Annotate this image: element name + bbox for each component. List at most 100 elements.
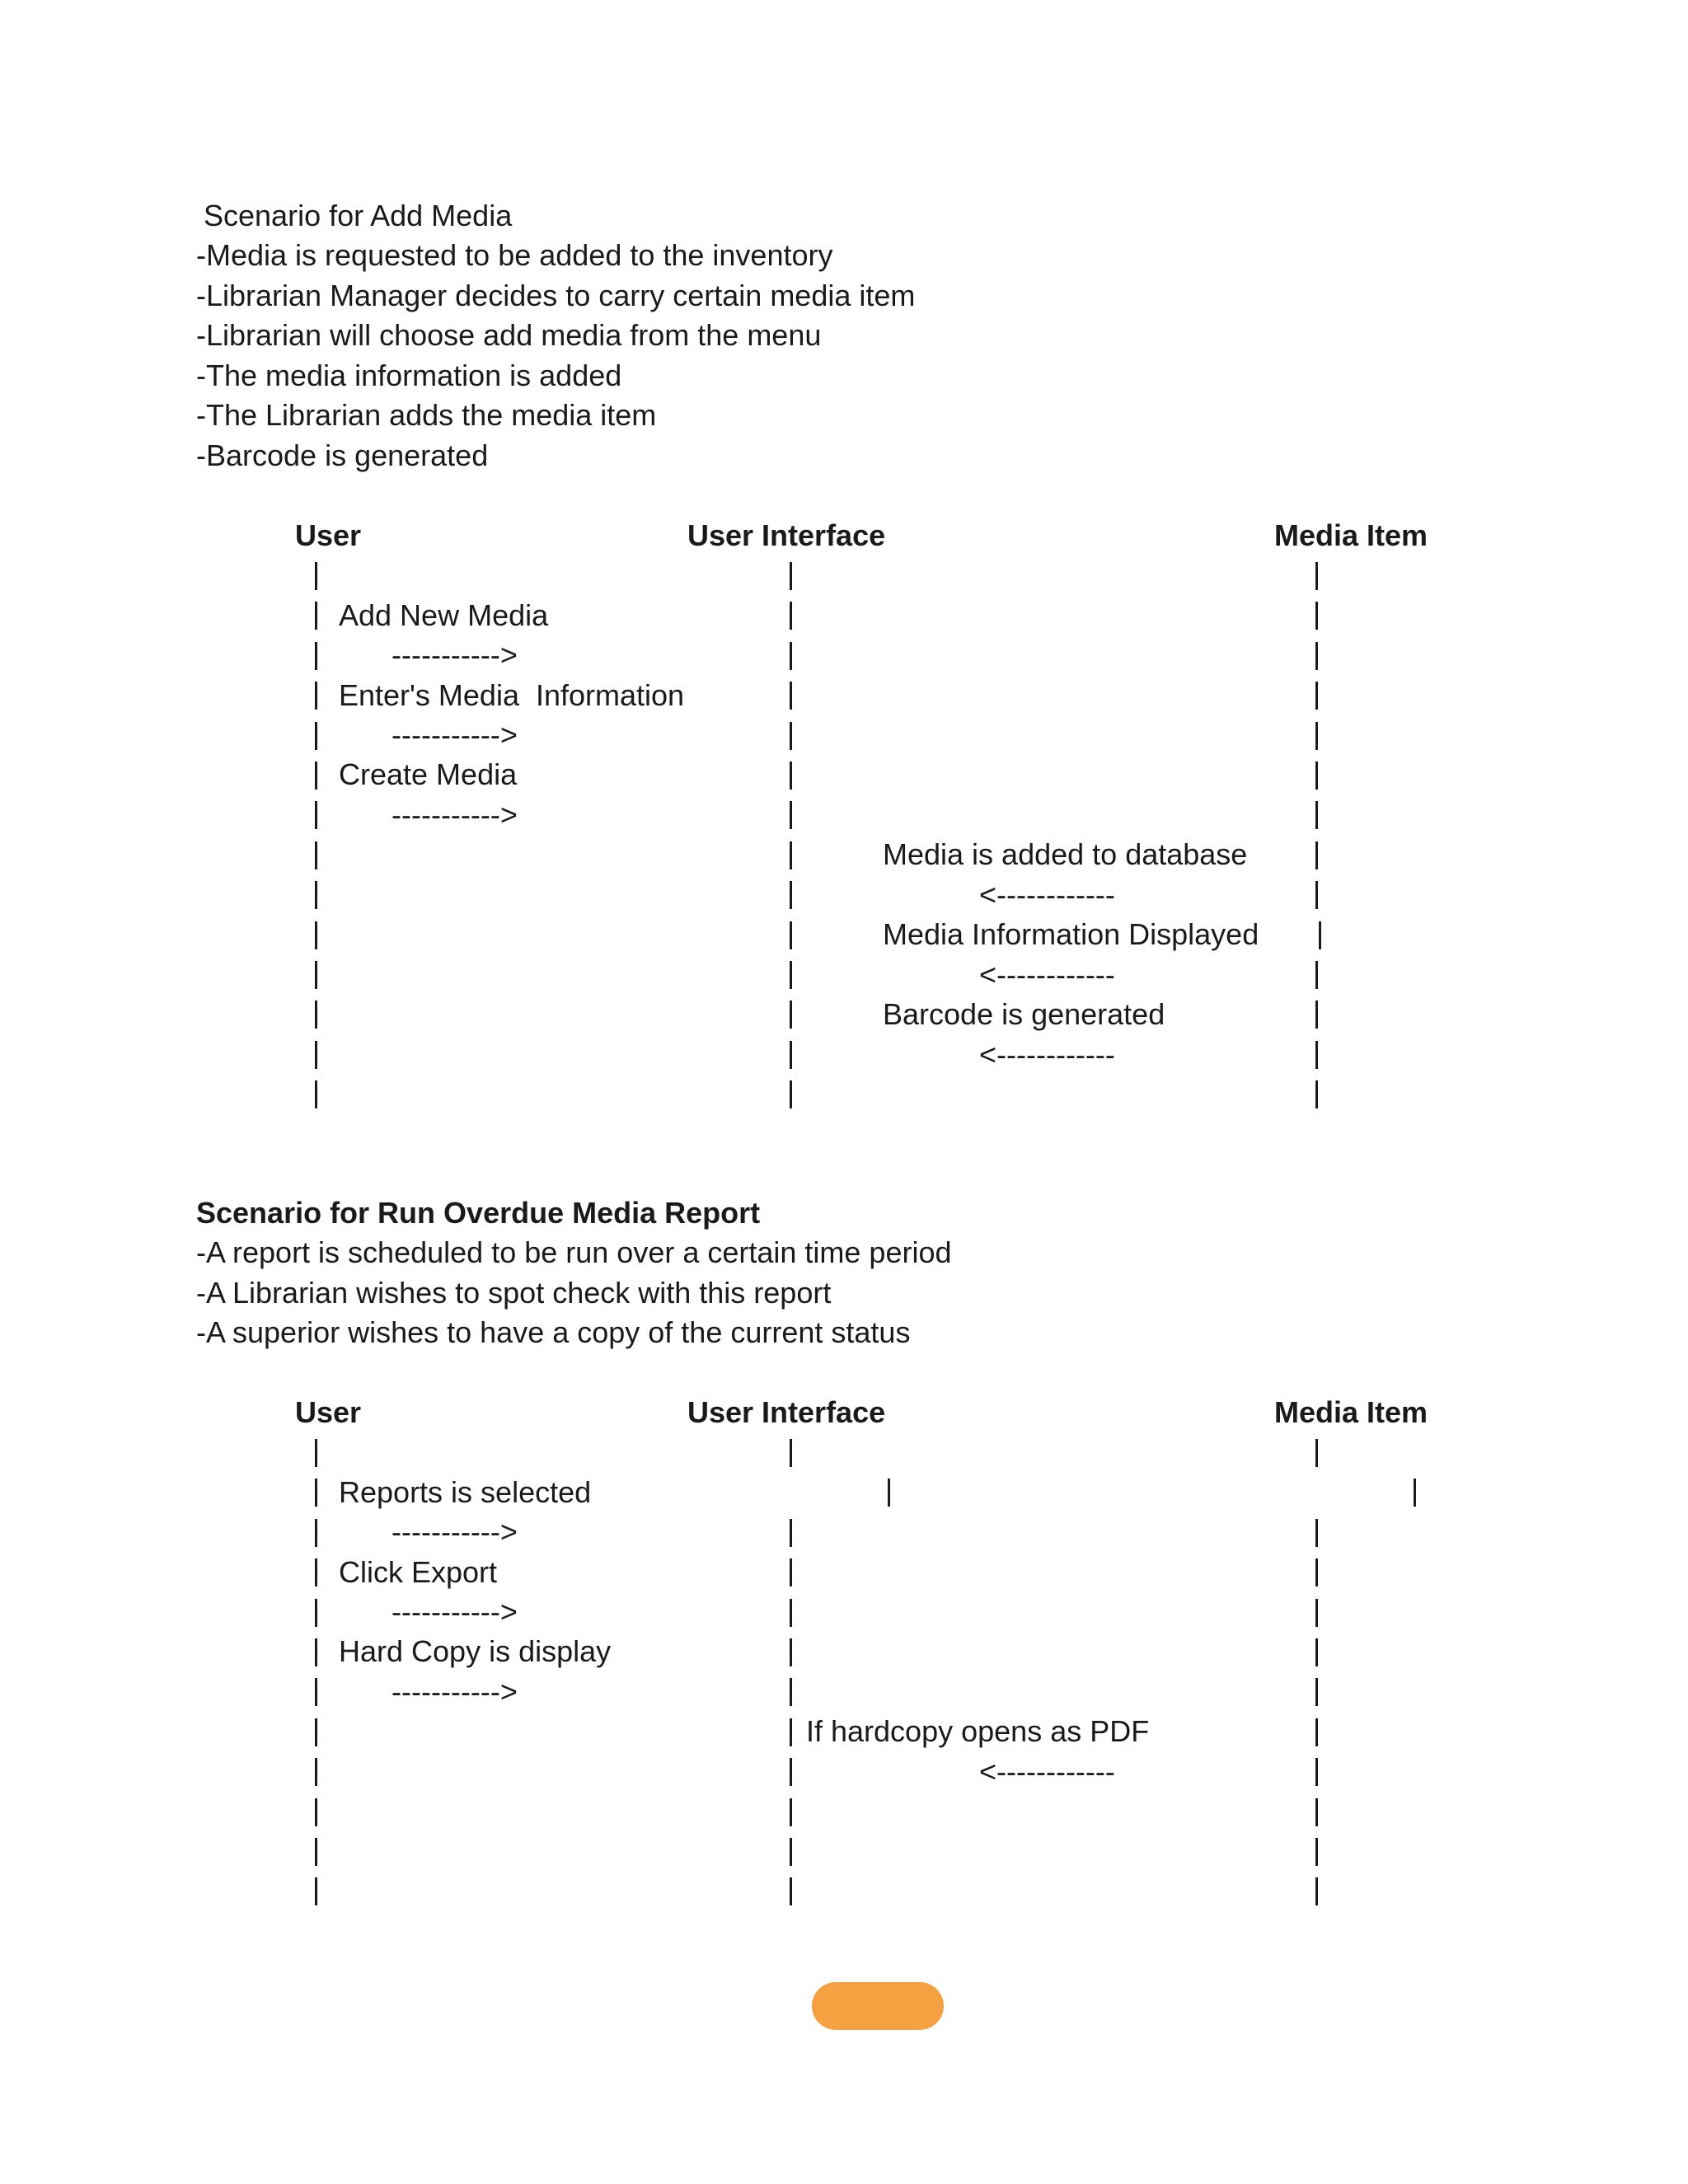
- user-lifeline-mark: [315, 1080, 317, 1108]
- ui-lifeline-mark: [888, 1479, 890, 1507]
- ui-lifeline-mark: [790, 642, 792, 670]
- user-lifeline-mark: [315, 801, 317, 829]
- media-lifeline-mark: [1315, 1558, 1318, 1586]
- ui-lifeline-mark: [790, 1718, 792, 1746]
- user-lifeline-mark: [315, 602, 317, 630]
- media-lifeline-mark: [1414, 1479, 1416, 1507]
- user-lifeline-mark: [315, 1599, 317, 1627]
- message-label: Hard Copy is display: [339, 1634, 612, 1668]
- media-lifeline-mark: [1315, 1439, 1318, 1467]
- ui-lifeline-mark: [790, 1519, 792, 1547]
- media-lifeline-mark: [1315, 1599, 1318, 1627]
- page-number-indicator: [812, 1982, 944, 2030]
- media-lifeline-mark: [1315, 1638, 1318, 1666]
- user-lifeline-mark: [315, 642, 317, 670]
- user-lifeline-mark: [315, 1838, 317, 1866]
- media-lifeline-mark: [1315, 1678, 1318, 1706]
- ui-lifeline-mark: [790, 1080, 792, 1108]
- media-lifeline-mark: [1315, 1758, 1318, 1786]
- section1-step-6: -Barcode is generated: [196, 438, 489, 472]
- arrow-left: <------------: [979, 1755, 1115, 1788]
- ui-lifeline-mark: [790, 801, 792, 829]
- arrow-left: <------------: [979, 878, 1115, 912]
- section1-step-1: -Media is requested to be added to the i…: [196, 238, 833, 272]
- user-lifeline-mark: [315, 1558, 317, 1586]
- section2-step-3: -A superior wishes to have a copy of the…: [196, 1315, 911, 1349]
- ui-lifeline-mark: [790, 762, 792, 790]
- media-lifeline-mark: [1315, 1838, 1318, 1866]
- message-label: Media Information Displayed: [883, 917, 1259, 951]
- media-lifeline-mark: [1315, 562, 1318, 590]
- message-label: If hardcopy opens as PDF: [806, 1714, 1150, 1748]
- user-lifeline-mark: [315, 1877, 317, 1905]
- user-lifeline-mark: [315, 961, 317, 989]
- ui-lifeline-mark: [790, 1678, 792, 1706]
- user-lifeline-mark: [315, 1718, 317, 1746]
- message-label: Add New Media: [339, 598, 549, 632]
- section1-step-2: -Librarian Manager decides to carry cert…: [196, 279, 916, 312]
- message-label: Click Export: [339, 1555, 498, 1589]
- media-lifeline-mark: [1315, 762, 1318, 790]
- ui-lifeline-mark: [790, 841, 792, 869]
- user-lifeline-mark: [315, 1798, 317, 1826]
- arrow-right: ----------->: [392, 798, 518, 832]
- user-lifeline-mark: [315, 841, 317, 869]
- lane-header-user-interface: User Interface: [687, 518, 886, 552]
- arrow-left: <------------: [979, 958, 1115, 991]
- ui-lifeline-mark: [790, 1439, 792, 1467]
- user-lifeline-mark: [315, 881, 317, 909]
- ui-lifeline-mark: [790, 602, 792, 630]
- lane-header-media-item: Media Item: [1274, 1395, 1428, 1429]
- ui-lifeline-mark: [790, 881, 792, 909]
- section2-step-1: -A report is scheduled to be run over a …: [196, 1235, 952, 1269]
- lane-header-media-item: Media Item: [1274, 518, 1428, 552]
- user-lifeline-mark: [315, 1519, 317, 1547]
- media-lifeline-mark: [1319, 921, 1321, 949]
- media-lifeline-mark: [1315, 1877, 1318, 1905]
- ui-lifeline-mark: [790, 1558, 792, 1586]
- ui-lifeline-mark: [790, 722, 792, 750]
- user-lifeline-mark: [315, 562, 317, 590]
- user-lifeline-mark: [315, 1001, 317, 1029]
- media-lifeline-mark: [1315, 1519, 1318, 1547]
- user-lifeline-mark: [315, 1439, 317, 1467]
- message-label: Enter's Media Information: [339, 678, 685, 712]
- user-lifeline-mark: [315, 722, 317, 750]
- message-label: Media is added to database: [883, 837, 1248, 871]
- user-lifeline-mark: [315, 1041, 317, 1069]
- section2-step-2: -A Librarian wishes to spot check with t…: [196, 1276, 832, 1310]
- arrow-right: ----------->: [392, 1675, 518, 1708]
- ui-lifeline-mark: [790, 1599, 792, 1627]
- user-lifeline-mark: [315, 762, 317, 790]
- lane-header-user: User: [295, 1395, 362, 1429]
- section1-step-3: -Librarian will choose add media from th…: [196, 318, 822, 352]
- ui-lifeline-mark: [790, 1758, 792, 1786]
- media-lifeline-mark: [1315, 961, 1318, 989]
- media-lifeline-mark: [1315, 642, 1318, 670]
- message-label: Reports is selected: [339, 1475, 592, 1509]
- media-lifeline-mark: [1315, 682, 1318, 710]
- section1-step-5: -The Librarian adds the media item: [196, 398, 657, 432]
- section1-title: Scenario for Add Media: [204, 199, 513, 232]
- user-lifeline-mark: [315, 1638, 317, 1666]
- ui-lifeline-mark: [790, 1838, 792, 1866]
- ui-lifeline-mark: [790, 921, 792, 949]
- section2-title: Scenario for Run Overdue Media Report: [196, 1196, 761, 1230]
- arrow-left: <------------: [979, 1038, 1115, 1071]
- media-lifeline-mark: [1315, 1718, 1318, 1746]
- arrow-right: ----------->: [392, 1595, 518, 1629]
- ui-lifeline-mark: [790, 1798, 792, 1826]
- ui-lifeline-mark: [790, 1041, 792, 1069]
- user-lifeline-mark: [315, 1479, 317, 1507]
- ui-lifeline-mark: [790, 562, 792, 590]
- lane-header-user: User: [295, 518, 362, 552]
- message-label: Create Media: [339, 757, 518, 791]
- arrow-right: ----------->: [392, 1515, 518, 1549]
- user-lifeline-mark: [315, 1678, 317, 1706]
- section1-step-4: -The media information is added: [196, 359, 622, 392]
- ui-lifeline-mark: [790, 1001, 792, 1029]
- message-label: Barcode is generated: [883, 997, 1165, 1031]
- media-lifeline-mark: [1315, 1080, 1318, 1108]
- media-lifeline-mark: [1315, 1001, 1318, 1029]
- arrow-right: ----------->: [392, 638, 518, 672]
